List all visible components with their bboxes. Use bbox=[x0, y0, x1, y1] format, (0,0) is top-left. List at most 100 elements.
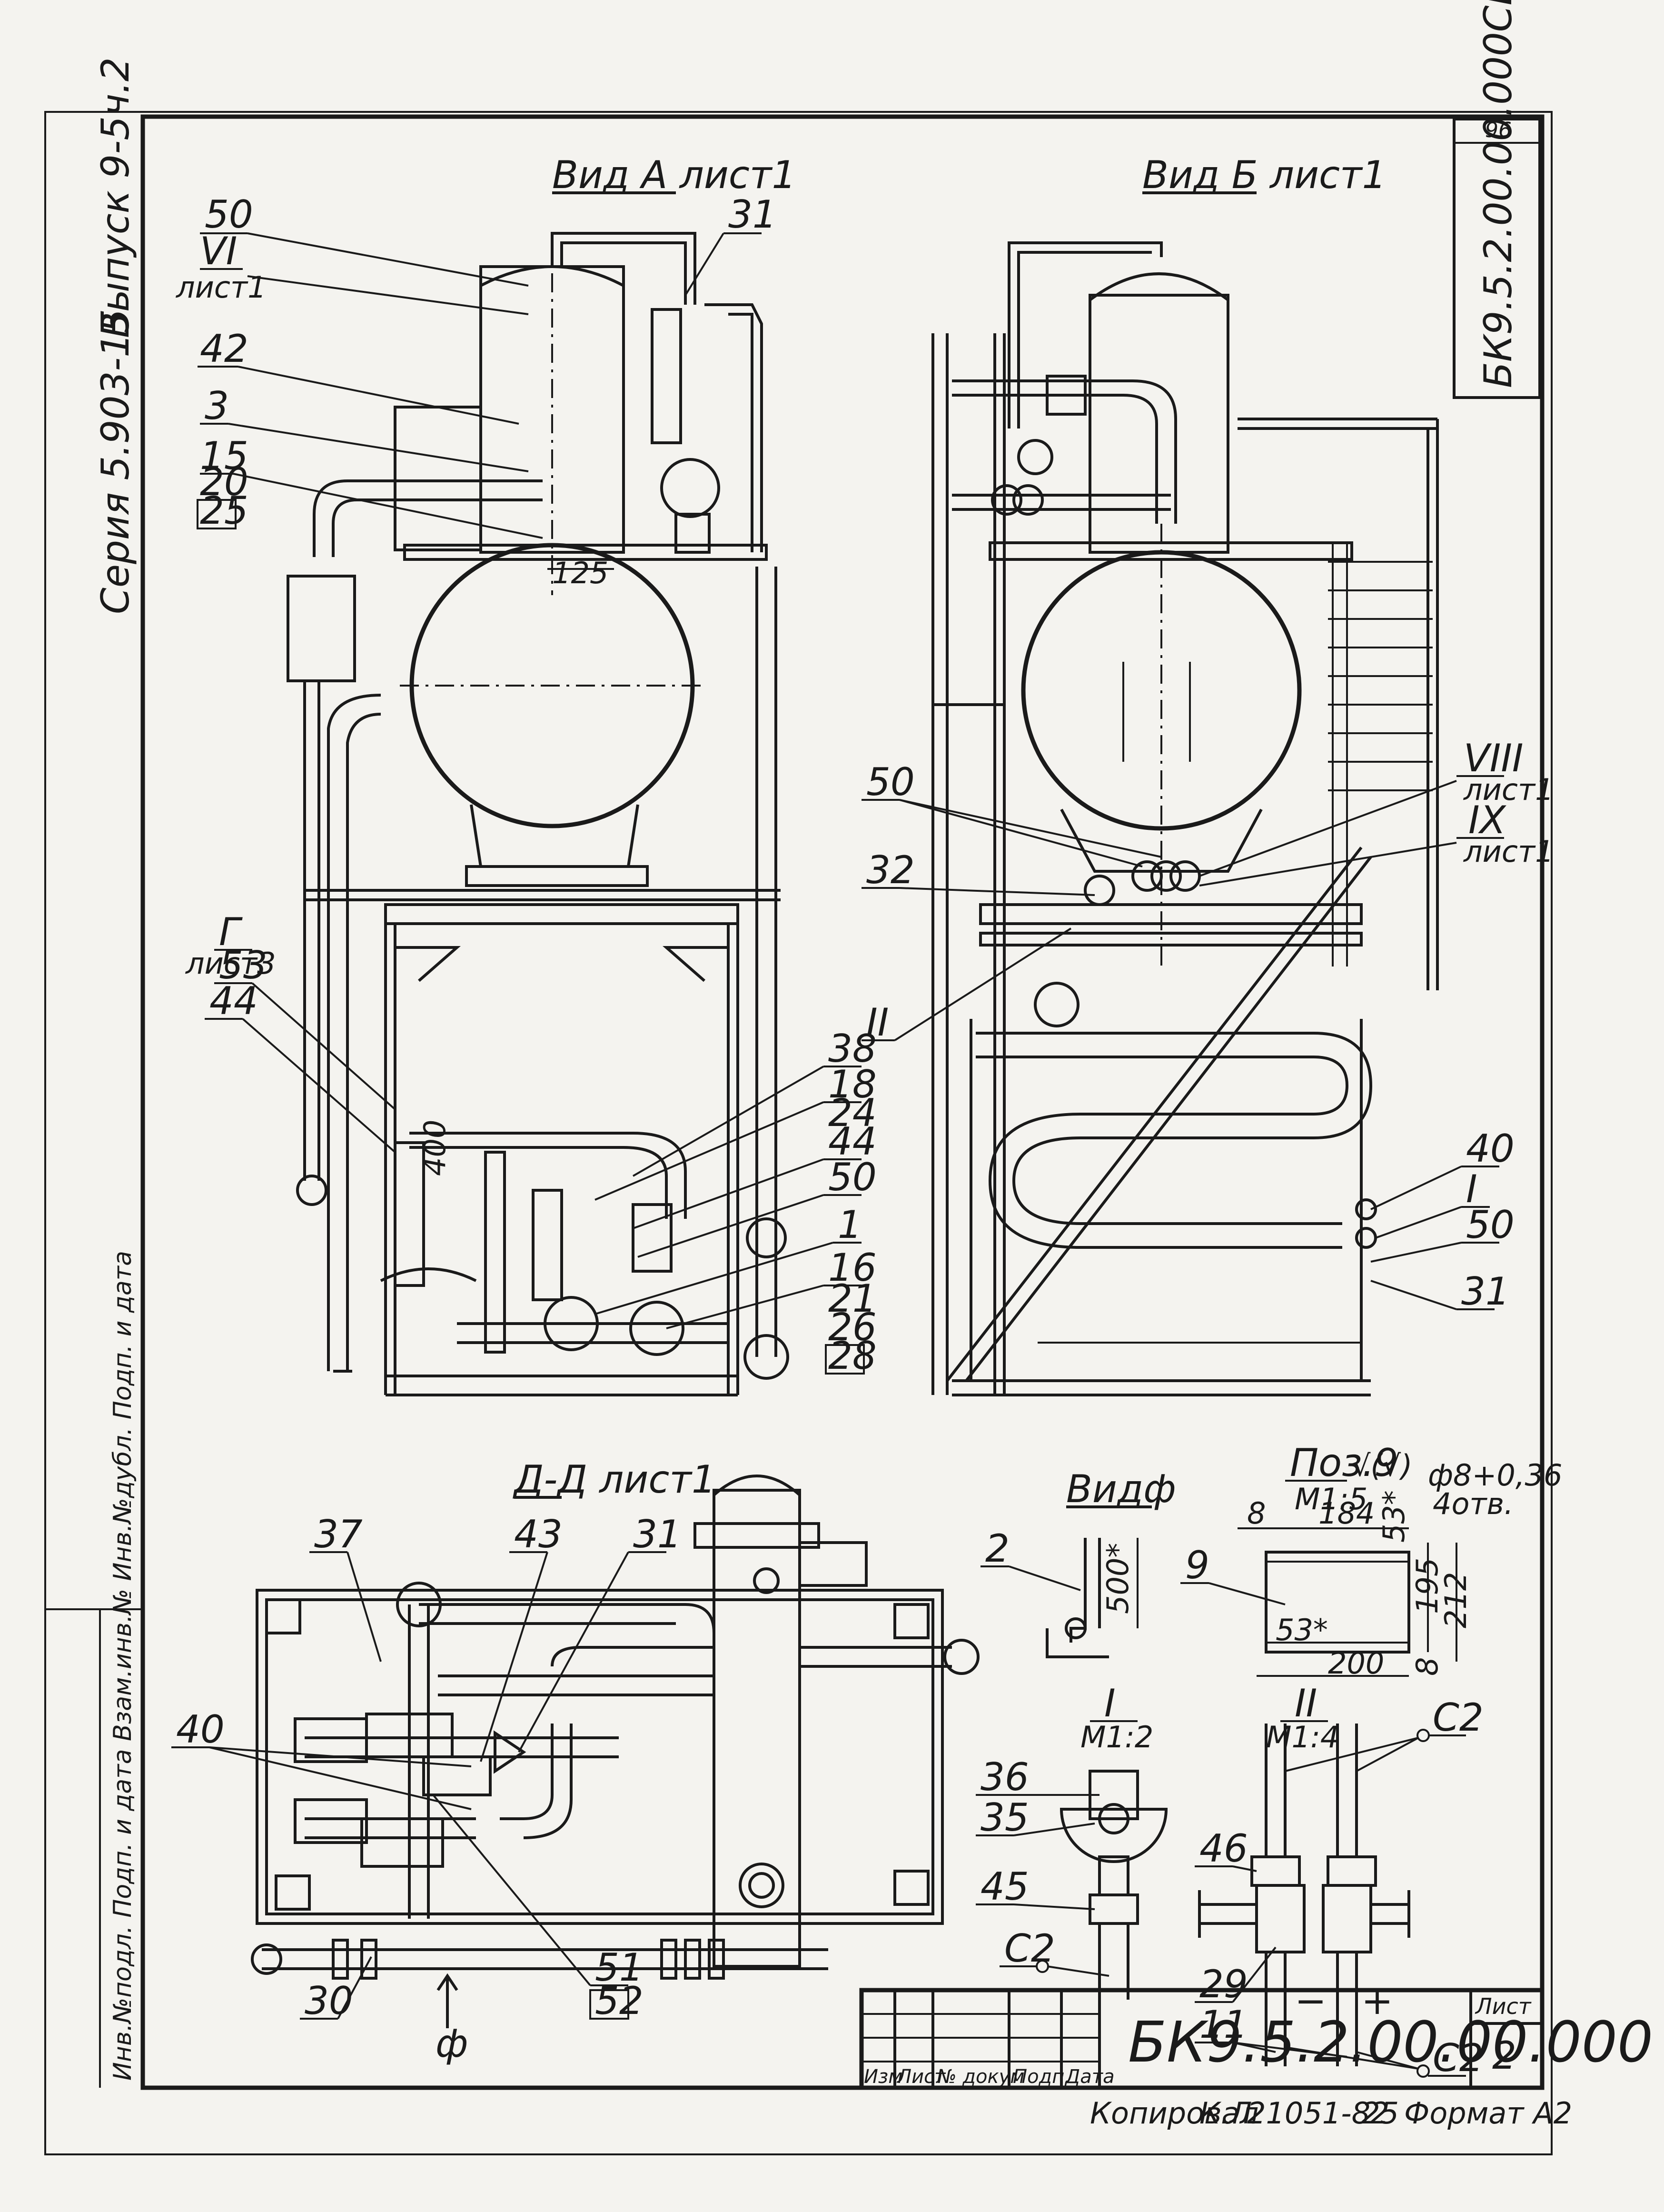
svg-text:24: 24 bbox=[828, 1091, 877, 1135]
title-block: Изм Лист № докум Подп. Дата БК9.5.2.00.0… bbox=[859, 1988, 1664, 2131]
svg-text:лист1: лист1 bbox=[176, 270, 267, 305]
corner-drawing-code: БК9.5.2.00.00.000СБ bbox=[1476, 0, 1520, 388]
svg-text:500*: 500* bbox=[1100, 1543, 1135, 1614]
svg-text:М1:2: М1:2 bbox=[1080, 1720, 1153, 1754]
svg-text:II: II bbox=[1295, 1681, 1317, 1725]
svg-text:−: − bbox=[1295, 1979, 1327, 2023]
svg-text:20: 20 bbox=[200, 460, 248, 504]
svg-text:16: 16 bbox=[828, 1245, 877, 1290]
section-dd-callouts: 37 43 31 40 30 51 52 ф bbox=[171, 1512, 682, 2066]
svg-text:I: I bbox=[1104, 1681, 1116, 1725]
title-block-sheet-number: 2 bbox=[1492, 2033, 1516, 2078]
svg-text:44: 44 bbox=[828, 1119, 877, 1164]
svg-text:9: 9 bbox=[1185, 1543, 1209, 1587]
svg-text:Подп.: Подп. bbox=[1013, 2066, 1070, 2088]
view-f-title: Видф bbox=[1066, 1467, 1176, 1511]
svg-text:15: 15 bbox=[200, 434, 248, 478]
svg-text:125: 125 bbox=[552, 556, 608, 590]
svg-text:38: 38 bbox=[828, 1026, 877, 1071]
svg-text:29: 29 bbox=[1199, 1962, 1248, 2006]
archive-stamp: Инв.№подл. Подп. и дата Взам.инв.№ Инв.№… bbox=[109, 1251, 137, 2081]
svg-text:М1:4: М1:4 bbox=[1266, 1720, 1339, 1754]
svg-text:45: 45 bbox=[981, 1864, 1029, 1909]
svg-text:46: 46 bbox=[1199, 1826, 1248, 1871]
svg-text:50: 50 bbox=[866, 760, 915, 804]
section-dd-title: Д-Д лист1 bbox=[513, 1457, 716, 1502]
svg-text:К.Л: К.Л bbox=[1199, 2096, 1252, 2131]
svg-text:№ докум: № докум bbox=[936, 2066, 1024, 2088]
svg-text:М1:5: М1:5 bbox=[1295, 1482, 1367, 1516]
svg-text:+: + bbox=[1361, 1979, 1393, 2023]
svg-text:43: 43 bbox=[514, 1512, 563, 1556]
svg-text:50: 50 bbox=[828, 1155, 877, 1199]
svg-text:50: 50 bbox=[1466, 1203, 1515, 1247]
svg-text:31: 31 bbox=[633, 1512, 682, 1556]
svg-text:II: II bbox=[866, 1000, 889, 1045]
svg-text:Изм: Изм bbox=[864, 2066, 902, 2088]
svg-text:11: 11 bbox=[1199, 2003, 1248, 2047]
svg-text:С2: С2 bbox=[1433, 2036, 1484, 2080]
svg-text:200: 200 bbox=[1328, 1646, 1384, 1681]
svg-text:18: 18 bbox=[828, 1062, 877, 1106]
svg-text:21051-82: 21051-82 bbox=[1247, 2096, 1389, 2131]
svg-text:8: 8 bbox=[1247, 1496, 1266, 1531]
svg-text:53*: 53* bbox=[1377, 1490, 1411, 1543]
series-label: Серия 5.903-15 bbox=[93, 309, 138, 614]
view-b-title: Вид Б лист1 bbox=[1142, 153, 1387, 197]
svg-text:30: 30 bbox=[305, 1979, 353, 2023]
svg-text:40: 40 bbox=[1466, 1126, 1515, 1171]
svg-text:21: 21 bbox=[828, 1276, 877, 1321]
svg-text:42: 42 bbox=[200, 327, 248, 371]
svg-text:√(√): √(√) bbox=[1352, 1448, 1412, 1483]
issue-label: Выпуск 9-5ч.2 bbox=[93, 57, 138, 338]
view-a: Вид А лист1 bbox=[287, 153, 796, 1396]
svg-text:Формат А2: Формат А2 bbox=[1404, 2096, 1572, 2131]
svg-text:VI: VI bbox=[200, 229, 237, 273]
corner-code-box bbox=[1453, 118, 1541, 399]
detail-I: I М1:2 36 35 45 С2 bbox=[976, 1681, 1168, 2000]
svg-text:4отв.: 4отв. bbox=[1433, 1486, 1514, 1521]
svg-text:35: 35 bbox=[981, 1795, 1029, 1840]
svg-text:лист1: лист1 bbox=[1463, 772, 1554, 807]
svg-text:Лист: Лист bbox=[896, 2066, 946, 2088]
svg-text:32: 32 bbox=[866, 848, 915, 892]
svg-text:I: I bbox=[1466, 1167, 1477, 1211]
svg-text:31: 31 bbox=[1461, 1269, 1510, 1314]
svg-text:51: 51 bbox=[595, 1945, 644, 1990]
svg-text:50: 50 bbox=[205, 192, 253, 237]
svg-text:VIII: VIII bbox=[1464, 736, 1524, 780]
svg-text:ф: ф bbox=[436, 2022, 468, 2066]
svg-text:ф8+0,36: ф8+0,36 bbox=[1428, 1458, 1562, 1493]
svg-text:44: 44 bbox=[209, 979, 258, 1023]
svg-text:53*: 53* bbox=[1276, 1613, 1328, 1647]
svg-text:37: 37 bbox=[314, 1512, 363, 1556]
svg-text:25: 25 bbox=[1361, 2096, 1399, 2131]
svg-text:31: 31 bbox=[728, 192, 777, 237]
svg-text:2: 2 bbox=[985, 1526, 1010, 1571]
svg-text:Лист: Лист bbox=[1475, 1993, 1532, 2019]
svg-text:Дата: Дата bbox=[1064, 2066, 1115, 2088]
svg-text:1: 1 bbox=[838, 1203, 862, 1247]
svg-text:400: 400 bbox=[417, 1120, 452, 1176]
svg-text:IX: IX bbox=[1468, 798, 1507, 842]
svg-text:лист1: лист1 bbox=[1463, 834, 1554, 869]
view-f: Видф 2 500* bbox=[981, 1467, 1176, 1658]
svg-text:С2: С2 bbox=[1433, 1695, 1484, 1740]
svg-text:52: 52 bbox=[595, 1979, 644, 2023]
outer-frame bbox=[44, 111, 1553, 2155]
svg-text:лист3: лист3 bbox=[185, 946, 276, 981]
view-a-callouts: 50 VI лист1 31 42 3 15 20 25 125 53 44 4… bbox=[176, 192, 877, 1378]
svg-text:8: 8 bbox=[1410, 1657, 1445, 1676]
svg-text:184: 184 bbox=[1318, 1496, 1375, 1531]
svg-text:40: 40 bbox=[176, 1707, 225, 1752]
svg-text:25: 25 bbox=[200, 488, 248, 533]
section-dd: Д-Д лист1 bbox=[251, 1457, 980, 2028]
svg-text:28: 28 bbox=[828, 1334, 877, 1378]
svg-text:3: 3 bbox=[205, 384, 229, 428]
svg-text:Г: Г bbox=[219, 910, 243, 954]
svg-text:Поз.9: Поз.9 bbox=[1290, 1441, 1398, 1485]
detail-II: II М1:4 46 29 11 С2 С2 bbox=[1195, 1681, 1484, 2080]
svg-text:26: 26 bbox=[828, 1305, 877, 1349]
view-b-callouts: VIII лист1 IX лист1 50 32 II 40 I 50 31 bbox=[862, 736, 1554, 1314]
